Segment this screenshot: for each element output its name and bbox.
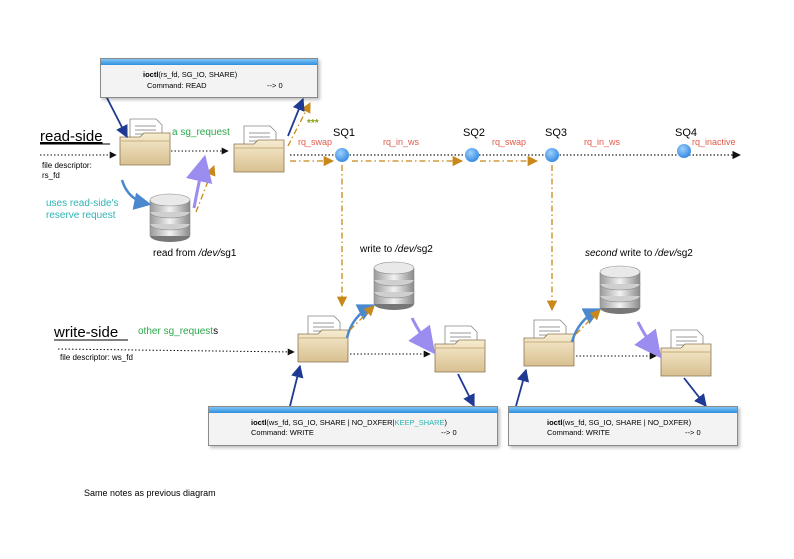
- write-side-heading: write-side: [53, 324, 118, 341]
- purple-arrow-read: [185, 154, 213, 209]
- read-folder-icon: [119, 118, 171, 166]
- ws-fd-label: file descriptor: ws_fd: [60, 353, 133, 362]
- queue-sq4: SQ4: [675, 127, 697, 158]
- box-title-bar: [209, 407, 497, 413]
- queue-sq3: SQ3: [545, 127, 567, 162]
- read-request-folder-icon: [233, 125, 285, 173]
- ioctl-write2-arrow-in: [515, 368, 530, 407]
- write1-target-folder-icon: [434, 325, 486, 373]
- ioctl-write2-command: Command: WRITE: [547, 428, 610, 437]
- ioctl-write1-box: ioctl(ws_fd, SG_IO, SHARE | NO_DXFER|KEE…: [208, 406, 498, 446]
- write1-folder-icon: [297, 315, 349, 363]
- transition-label: rq_in_ws: [584, 137, 621, 147]
- transition-label: rq_swap: [492, 137, 526, 147]
- ioctl-write1-command: Command: WRITE: [251, 428, 314, 437]
- footnote: Same notes as previous diagram: [84, 488, 216, 498]
- ioctl-read-command: Command: READ: [147, 81, 207, 90]
- box-title-bar: [101, 59, 317, 65]
- ws-fd-arrow: [57, 348, 295, 356]
- queue-dot: [465, 148, 479, 162]
- ioctl-write2-result: --> 0: [685, 428, 701, 437]
- purple-arrow-write2: [634, 321, 662, 359]
- reserve-label-2: reserve request: [46, 210, 116, 221]
- queue-dot: [677, 144, 691, 158]
- other-requests-label: other sg_requests: [138, 326, 218, 337]
- ioctl-write2-box: ioctl(ws_fd, SG_IO, SHARE | NO_DXFER) Co…: [508, 406, 738, 446]
- queue-sq2: SQ2: [463, 127, 485, 162]
- transition-label-final: rq_inactive: [692, 137, 736, 147]
- ioctl-read-arrow-out: [287, 97, 305, 137]
- write1-disk-icon: [373, 261, 415, 311]
- write2-target-folder-icon: [660, 329, 712, 377]
- ioctl-read-box: ioctl(rs_fd, SG_IO, SHARE) Command: READ…: [100, 58, 318, 98]
- second-write-caption: second write to /dev/sg2: [585, 248, 693, 259]
- purple-arrow-write1: [408, 317, 436, 355]
- ioctl-write1-arrow-out: [457, 373, 475, 408]
- write2-blue-curve: [570, 308, 602, 343]
- ioctl-write1-call: ioctl(ws_fd, SG_IO, SHARE | NO_DXFER|KEE…: [251, 418, 448, 427]
- stars-mark: ***: [307, 118, 319, 129]
- ioctl-write1-result: --> 0: [441, 428, 457, 437]
- a-sg-request-label: a sg_request: [172, 127, 230, 138]
- write1-blue-curve: [345, 304, 376, 339]
- ioctl-read-arrow-in: [105, 95, 128, 139]
- write2-disk-icon: [599, 265, 641, 315]
- queue-dot: [335, 148, 349, 162]
- ioctl-read-result: --> 0: [267, 81, 283, 90]
- queue-sq1: SQ1: [333, 127, 355, 162]
- ioctl-read-call: ioctl(rs_fd, SG_IO, SHARE): [143, 70, 238, 79]
- queue-name: SQ4: [675, 127, 697, 139]
- ioctl-write2-arrow-out: [683, 377, 707, 407]
- rs-fd-name: rs_fd: [42, 171, 60, 180]
- write2-orange-up: [575, 309, 601, 335]
- reserve-curve-arrow: [120, 179, 152, 210]
- transition-label: rq_in_ws: [383, 137, 420, 147]
- ioctl-write2-call: ioctl(ws_fd, SG_IO, SHARE | NO_DXFER): [547, 418, 692, 427]
- write2-folder-icon: [523, 319, 575, 367]
- queue-dot: [545, 148, 559, 162]
- reserve-disk-icon: [149, 193, 191, 243]
- read-from-caption: read from /dev/sg1: [153, 248, 237, 259]
- reserve-label-1: uses read-side's: [46, 198, 119, 209]
- read-side-heading: read-side: [40, 128, 103, 145]
- transition-label: rq_swap: [298, 137, 332, 147]
- queue-name: SQ3: [545, 127, 567, 139]
- ioctl-write1-arrow-in: [289, 364, 304, 407]
- queue-name: SQ2: [463, 127, 485, 139]
- box-title-bar: [509, 407, 737, 413]
- queue-name: SQ1: [333, 127, 355, 139]
- write-to-caption: write to /dev/sg2: [359, 244, 433, 255]
- write1-orange-up: [349, 305, 375, 331]
- rs-fd-label: file descriptor:: [42, 161, 92, 170]
